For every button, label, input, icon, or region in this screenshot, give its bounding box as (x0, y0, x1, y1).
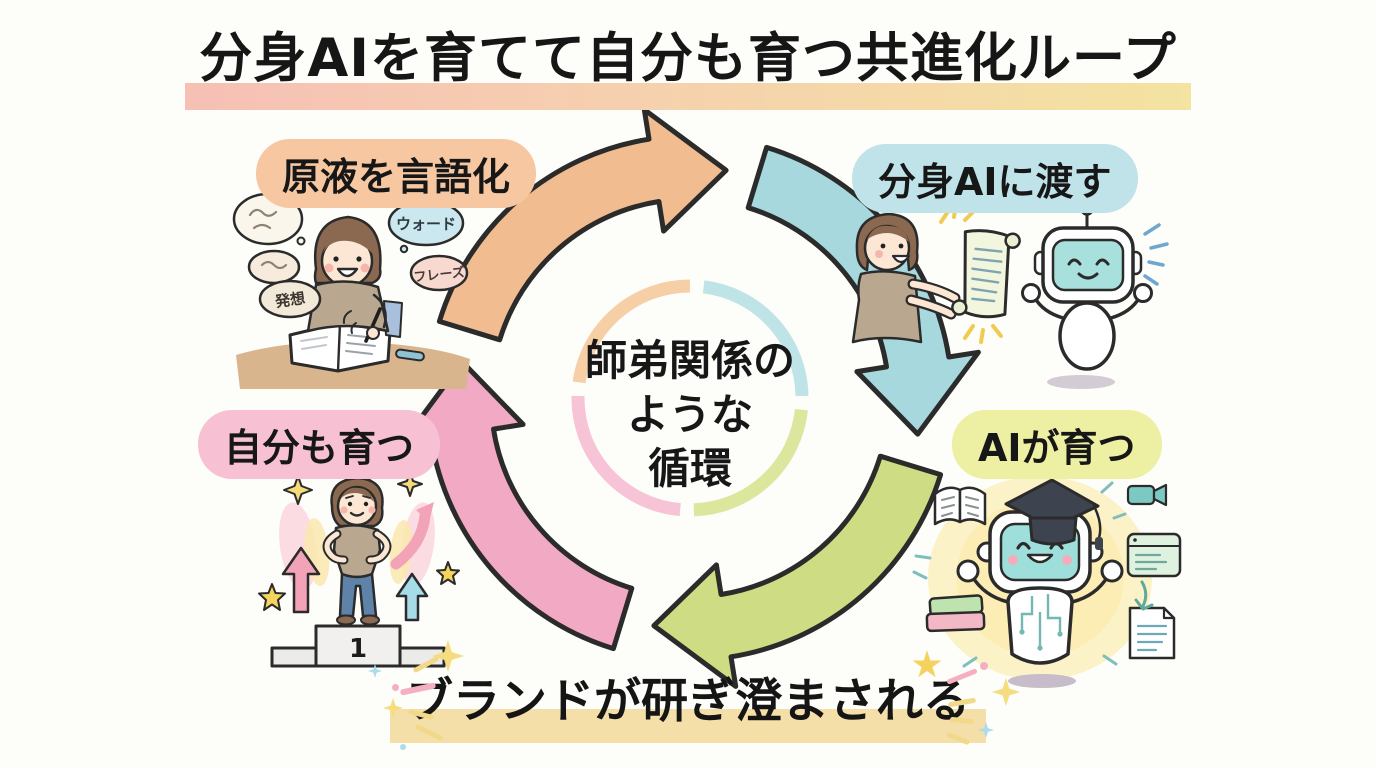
podium-rank: 1 (349, 634, 367, 664)
writer-shirt (306, 280, 390, 333)
header: 分身AIを育てて自分も育つ共進化ループ (0, 16, 1376, 110)
arrow-down-icon (1140, 580, 1148, 608)
bubble-phrase: フレーズ (413, 264, 466, 285)
center-caption-line2: ような (626, 390, 753, 440)
graduation-cap-icon (1004, 478, 1103, 550)
jeans (338, 572, 378, 618)
step-label-handoff: 分身AIに渡す (852, 144, 1138, 213)
inner-ring-ai-grows (693, 408, 808, 517)
avatar-robot (1021, 202, 1153, 371)
podium-scene: 1 (258, 455, 460, 668)
browser-icon (1126, 532, 1182, 578)
bubble-word: ウォード (396, 215, 456, 233)
graduate-robot (956, 478, 1124, 665)
footer-caption: ブランドが研ぎ澄まされる (390, 662, 986, 743)
circuit-pattern (1020, 594, 1062, 646)
video-icon (1126, 483, 1168, 507)
sparkle-icon (283, 475, 313, 505)
study-dashes (912, 481, 1127, 668)
page-title: 分身AIを育てて自分も育つ共進化ループ (185, 16, 1191, 110)
center-caption: 師弟関係の ような 循環 (545, 334, 835, 497)
handoff-hair (855, 212, 919, 272)
scroll-icon (951, 229, 1021, 319)
star-icon (436, 561, 460, 585)
bubble-hassou: 発想 (273, 289, 306, 311)
handoff-shirt (851, 270, 923, 344)
dot-decoration (392, 684, 399, 691)
pen-icon (395, 348, 425, 362)
dot-decoration (980, 662, 988, 670)
document-icon (1128, 606, 1176, 660)
inner-ring-handoff (702, 280, 809, 397)
star-icon (258, 583, 286, 611)
books-icon (925, 594, 986, 633)
inner-ring-verbalize (572, 279, 691, 384)
writer-scene: 発想 ウォード フレーズ (232, 192, 470, 389)
sparkle-icon (397, 471, 423, 497)
step-label-verbalize: 原液を言語化 (256, 139, 537, 208)
podium: 1 (270, 624, 446, 668)
inner-ring-self-grows (571, 395, 681, 517)
up-arrow-blue (395, 572, 429, 622)
handoff-scene (851, 190, 1169, 389)
curved-arrow-pink (390, 510, 431, 570)
step-label-ai-grows: AIが育つ (952, 410, 1162, 479)
graduate-robot-scene (912, 476, 1182, 688)
up-arrow-pink (281, 546, 321, 614)
footer: ブランドが研ぎ澄まされる (0, 662, 1376, 743)
center-caption-line1: 師弟関係の (584, 336, 795, 385)
center-caption-line3: 循環 (647, 444, 732, 494)
step-label-self-grows: 自分も育つ (198, 410, 441, 479)
dot-decoration (400, 744, 406, 750)
open-book-icon (933, 486, 987, 526)
